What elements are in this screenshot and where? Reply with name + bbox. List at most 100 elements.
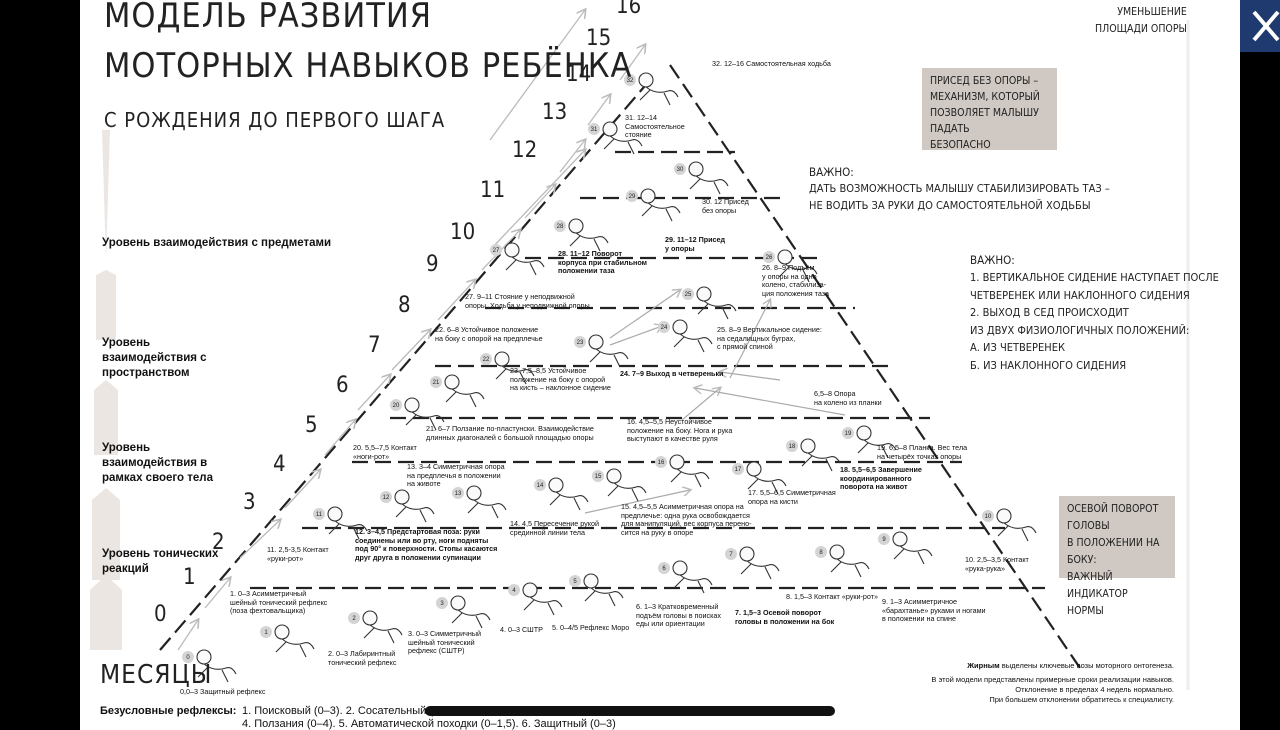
stage-badge-number: 28 xyxy=(557,224,564,230)
stage-caption-0: 0,0–3 Защитный рефлекс xyxy=(180,687,266,696)
baby-figure-body xyxy=(673,574,713,594)
baby-figure-head xyxy=(746,461,762,477)
stage-caption-11: 11. 2,5-3,5 Контакт «руки-рот» xyxy=(267,545,329,563)
stage-badge xyxy=(763,251,775,263)
stage-badge xyxy=(592,470,604,482)
stage-caption-17: 17. 5,5–6,5 Симметричная опора на кисти xyxy=(748,488,836,506)
stage-badge-number: 15 xyxy=(595,474,602,480)
baby-figure-body xyxy=(197,663,237,683)
reflexes-line-2: 4. Ползания (0–4). 5. Автоматической пох… xyxy=(242,718,616,730)
squat-callout: ПРИСЕД БЕЗ ОПОРЫ – МЕХАНИЗМ, КОТОРЫЙ ПОЗ… xyxy=(922,68,1057,151)
baby-figure-body xyxy=(495,365,535,385)
stage-badge-number: 22 xyxy=(483,357,490,363)
baby-figure-body xyxy=(607,482,647,502)
reflexes-line-1: 1. Поисковый (0–3). 2. Сосательный (0– xyxy=(242,705,446,717)
stage-caption-14: 14. 4,5 Пересечение рукой срединной лини… xyxy=(510,519,599,537)
stage-badge-number: 14 xyxy=(537,483,544,489)
baby-figure-head xyxy=(568,218,584,234)
stage-badge xyxy=(658,562,670,574)
baby-figure-head xyxy=(672,319,688,335)
stage-badge xyxy=(725,548,737,560)
level-own-body: Уровень взаимодействия в рамках своего т… xyxy=(102,442,213,484)
stage-caption-25: 25. 8–9 Вертикальное сидение: на седалищ… xyxy=(717,325,822,352)
month-number: 15 xyxy=(586,26,612,51)
pyramid-left-edge xyxy=(159,79,651,651)
footnote-line-1: выделены ключевые позы моторного онтоген… xyxy=(999,661,1174,670)
baby-figure-head xyxy=(394,489,410,505)
footnote-line-2: В этой модели представлены примерные сро… xyxy=(931,675,1174,684)
stage-caption-24: 24. 7–9 Выход в четвереньки xyxy=(620,369,724,378)
month-number: 10 xyxy=(450,220,476,245)
footnote-line-4: При большем отклонении обратитесь к спец… xyxy=(989,695,1174,704)
stage-caption-13: 13. 3–4 Симметричная опора на предплечья… xyxy=(407,462,505,489)
baby-figure-body xyxy=(670,468,710,488)
important-2-text: 1. ВЕРТИКАЛЬНОЕ СИДЕНИЕ НАСТУПАЕТ ПОСЛЕ … xyxy=(970,271,1219,372)
baby-figure-body xyxy=(549,491,589,511)
stage-badge-number: 3 xyxy=(440,601,444,607)
stage-badge xyxy=(658,321,670,333)
stage-caption-16: 16. 4,5–5,5 Неустойчивое положение на бо… xyxy=(627,417,733,444)
baby-figure-head xyxy=(638,72,654,88)
stage-badge-number: 29 xyxy=(629,194,636,200)
stage-caption-19: 19. 6,5–8 Планка. Вес тела на четырёх то… xyxy=(877,443,968,461)
stage-badge-number: 23 xyxy=(577,340,584,346)
stage-caption-8: 8. 1,5–3 Контакт «руки-рот» xyxy=(786,592,879,601)
stage-badge xyxy=(436,597,448,609)
stage-badge-number: 4 xyxy=(512,588,516,594)
footnote-line-3: Отклонение в пределах 4 недель нормально… xyxy=(1015,685,1174,694)
close-button[interactable] xyxy=(1240,0,1280,52)
stage-badge-number: 13 xyxy=(455,491,462,497)
stage-badge xyxy=(569,575,581,587)
baby-figure-body xyxy=(328,520,368,540)
stage-badge xyxy=(626,190,638,202)
month-number: 8 xyxy=(398,293,411,318)
month-number: 6 xyxy=(336,373,349,398)
stage-caption-21: 21. 6–7 Ползание по-пластунски. Взаимоде… xyxy=(426,424,594,442)
month-number: 14 xyxy=(566,62,592,87)
stage-badge xyxy=(313,508,325,520)
stage-badge xyxy=(348,612,360,624)
baby-figure-body xyxy=(997,522,1037,542)
axial-rotation-callout: ОСЕВОЙ ПОВОРОТ ГОЛОВЫ В ПОЛОЖЕНИИ НА БОК… xyxy=(1059,496,1175,617)
stage-badge-number: 11 xyxy=(316,512,323,518)
baby-figure-head xyxy=(672,560,688,576)
stage-badge-number: 25 xyxy=(685,292,692,298)
stage-badge xyxy=(732,463,744,475)
stage-badge xyxy=(815,546,827,558)
baby-figure-head xyxy=(777,249,793,265)
stage-badge-number: 7 xyxy=(729,552,733,558)
month-number: 7 xyxy=(368,333,381,358)
stage-badge xyxy=(182,651,194,663)
level-objects: Уровень взаимодействия с предметами xyxy=(102,237,332,249)
month-number: 2 xyxy=(212,530,225,555)
axis-arrow-2 xyxy=(96,270,116,340)
baby-figure-head xyxy=(327,506,343,522)
stage-badge xyxy=(842,427,854,439)
baby-figure-body xyxy=(603,135,643,155)
baby-figure-head xyxy=(696,286,712,302)
stage-caption-29: 29. 11–12 Присед у опоры xyxy=(665,235,726,253)
stage-badge-number: 16 xyxy=(658,460,665,466)
stage-badge xyxy=(878,533,890,545)
stage-badge xyxy=(674,163,686,175)
axis-arrow-3 xyxy=(94,380,118,455)
month-number: 4 xyxy=(273,452,286,477)
baby-figure-body xyxy=(740,560,780,580)
stage-badge xyxy=(260,626,272,638)
baby-figure-head xyxy=(583,573,599,589)
baby-figure-body xyxy=(467,499,507,519)
month-number: 13 xyxy=(542,100,568,125)
stage-badge-number: 9 xyxy=(882,537,886,543)
stage-caption-15: 15. 4,5–5,5 Асимметричная опора на предп… xyxy=(621,502,752,537)
baby-figure-body xyxy=(778,263,818,283)
baby-figure-head xyxy=(856,425,872,441)
stage-caption-20: 20. 5,5–7,5 Контакт «ноги-рот» xyxy=(353,443,417,461)
baby-figure-head xyxy=(606,468,622,484)
stage-badge-number: 6 xyxy=(662,566,666,572)
stage-badge xyxy=(508,584,520,596)
stage-caption-31: 31. 12–14 Самостоятельное стояние xyxy=(625,113,685,140)
baby-figure-head xyxy=(494,351,510,367)
stage-caption-1: 1. 0–3 Асимметричный шейный тонический р… xyxy=(230,589,328,616)
baby-figure-head xyxy=(522,582,538,598)
footnote-bold-word: Жирным xyxy=(967,661,1000,670)
